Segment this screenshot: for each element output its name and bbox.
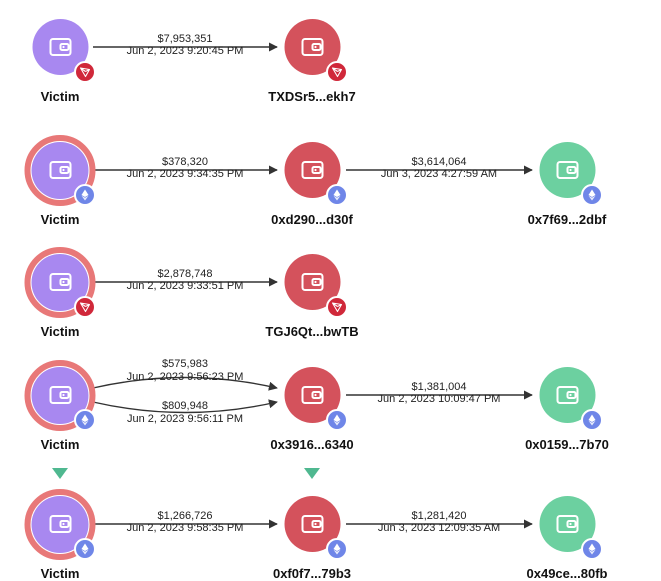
node-label: 0xf0f7...79b3 [272,565,352,581]
destination-node[interactable]: 0x49ce...80fb [507,489,627,581]
transfer-amount: $3,614,064 [411,156,467,168]
ethereum-icon [333,189,341,201]
intermediate-node[interactable]: 0x3916...6340 [252,360,372,452]
wallet-icon [301,38,323,56]
transfer-time: Jun 2, 2023 9:58:35 PM [126,522,244,534]
tron-icon [79,67,91,78]
transfer-amount: $575,983 [162,358,208,370]
transfer-amount: $2,878,748 [157,268,213,280]
ethereum-chain-badge [581,538,603,560]
wallet-icon [49,386,71,404]
node-label: 0xd290...d30f [271,211,353,227]
ethereum-icon [81,189,89,201]
ethereum-icon [333,543,341,555]
wallet-icon [49,161,71,179]
wallet-icon [49,38,71,56]
wallet-icon [301,515,323,533]
tron-chain-badge [326,61,348,83]
ethereum-chain-badge [326,538,348,560]
ethereum-chain-badge [326,184,348,206]
ethereum-icon [588,189,596,201]
risk-ring [24,359,96,431]
intermediate-node[interactable]: TXDSr5...ekh7 [252,12,372,104]
transfer-time: Jun 3, 2023 4:27:59 AM [380,168,498,180]
victim-node[interactable]: Victim [0,488,120,581]
wallet-icon [556,515,578,533]
node-label: Victim [40,211,80,227]
transfer-edge[interactable] [92,399,278,414]
ethereum-chain-badge [74,409,96,431]
transfer-amount: $1,266,726 [157,510,213,522]
wallet-icon [556,161,578,179]
destination-node[interactable]: 0x7f69...2dbf [507,135,627,227]
victim-node[interactable]: Victim [0,12,120,104]
ethereum-icon [333,414,341,426]
node-label: Victim [40,88,80,104]
ethereum-icon [81,543,89,555]
transfer-amount: $378,320 [162,156,208,168]
transfer-time: Jun 2, 2023 9:33:51 PM [126,280,244,292]
victim-node[interactable]: Victim [0,246,120,339]
node-label: 0x0159...7b70 [525,436,609,452]
wallet-icon [556,386,578,404]
transfer-time: Jun 2, 2023 10:09:47 PM [377,393,501,405]
ethereum-icon [588,414,596,426]
node-label: 0x49ce...80fb [526,565,608,581]
tron-chain-badge [326,296,348,318]
wallet-icon [301,273,323,291]
transfer-time: Jun 2, 2023 9:20:45 PM [126,45,244,57]
transfer-time: Jun 2, 2023 9:56:23 PM [126,371,244,383]
node-label: 0x3916...6340 [270,436,354,452]
victim-node[interactable]: Victim [0,359,120,452]
tron-icon [79,302,91,313]
intermediate-node[interactable]: TGJ6Qt...bwTB [252,247,372,339]
ethereum-icon [588,543,596,555]
transfer-amount: $7,953,351 [157,33,213,45]
ethereum-chain-badge [74,184,96,206]
node-label: Victim [40,436,80,452]
highlight-marker-icon [304,468,320,479]
node-label: TXDSr5...ekh7 [268,88,356,104]
intermediate-node[interactable]: 0xd290...d30f [252,135,372,227]
node-label: 0x7f69...2dbf [527,211,607,227]
victim-node[interactable]: Victim [0,134,120,227]
ethereum-icon [81,414,89,426]
wallet-icon [49,515,71,533]
transfer-time: Jun 3, 2023 12:09:35 AM [377,522,501,534]
transfer-time: Jun 2, 2023 9:56:11 PM [127,413,243,425]
wallet-icon [301,161,323,179]
risk-ring [24,134,96,206]
transfer-amount: $809,948 [162,400,208,412]
tron-icon [331,67,343,78]
transfer-time: Jun 2, 2023 9:34:35 PM [126,168,244,180]
ethereum-chain-badge [74,538,96,560]
node-label: Victim [40,565,80,581]
node-label: TGJ6Qt...bwTB [265,323,359,339]
ethereum-chain-badge [581,409,603,431]
tron-chain-badge [74,61,96,83]
destination-node[interactable]: 0x0159...7b70 [507,360,627,452]
tron-icon [331,302,343,313]
tron-chain-badge [74,296,96,318]
highlight-marker-icon [52,468,68,479]
intermediate-node[interactable]: 0xf0f7...79b3 [252,489,372,581]
transfer-amount: $1,381,004 [411,381,467,393]
ethereum-chain-badge [326,409,348,431]
ethereum-chain-badge [581,184,603,206]
transfer-edge[interactable] [92,376,278,391]
wallet-icon [301,386,323,404]
node-label: Victim [40,323,80,339]
wallet-disc [31,141,89,199]
transfer-amount: $1,281,420 [411,510,467,522]
wallet-icon [49,273,71,291]
